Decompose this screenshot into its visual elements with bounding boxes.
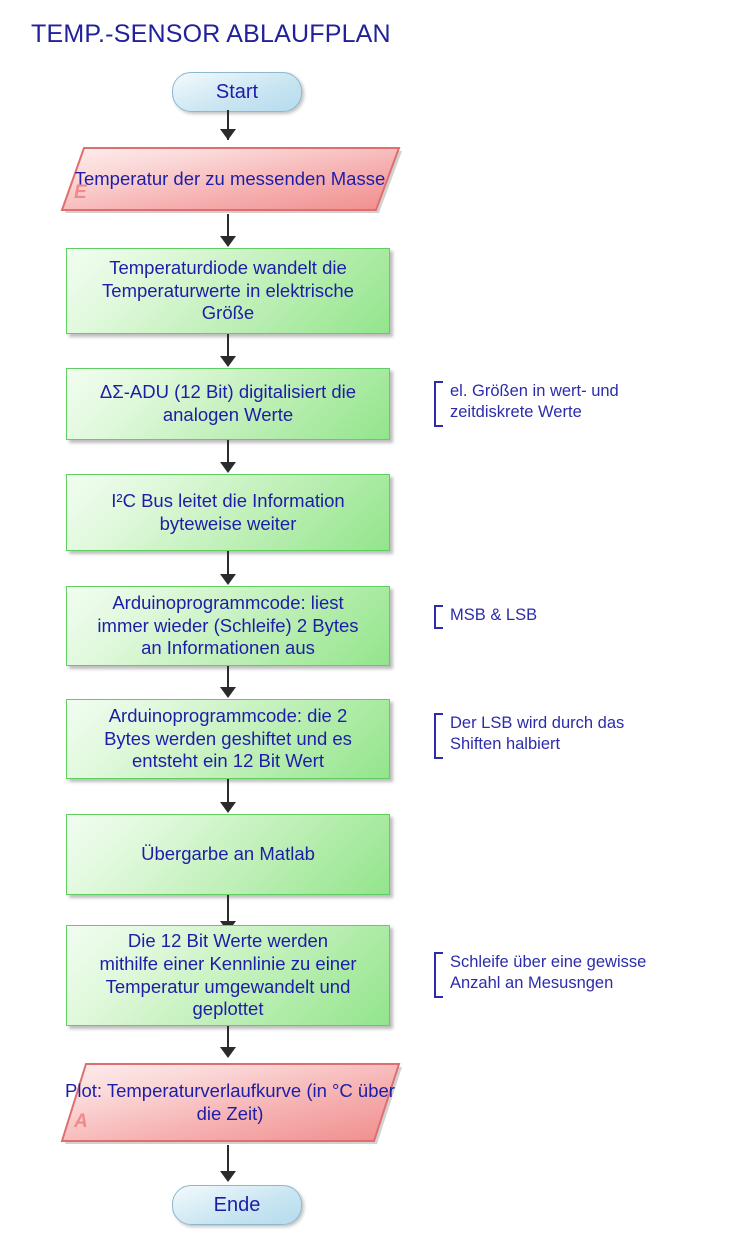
node-process-kennlinie-label: Die 12 Bit Werte werden mithilfe einer K…	[99, 930, 357, 1020]
node-end-label: Ende	[213, 1193, 261, 1216]
connector-p6-p7	[227, 895, 229, 924]
arrow-p3-p4	[220, 574, 236, 585]
annotation-msb-lsb-text: MSB & LSB	[450, 606, 538, 624]
bracket-icon	[434, 713, 443, 759]
node-start-label: Start	[215, 80, 259, 103]
node-process-matlab-label: Übergarbe an Matlab	[141, 843, 315, 865]
node-process-temperaturdiode[interactable]: Temperaturdiode wandelt die Temperaturwe…	[66, 248, 390, 334]
bracket-icon	[434, 381, 443, 427]
bracket-icon	[434, 605, 443, 629]
connector-p4-p5	[227, 666, 229, 688]
node-process-arduino-read-label: Arduinoprogrammcode: liest immer wieder …	[97, 592, 359, 659]
node-output-tag: A	[74, 1111, 88, 1132]
parallelogram-shape-output	[60, 1063, 402, 1144]
node-end[interactable]: Ende	[172, 1185, 302, 1225]
connector-p7-output	[227, 1026, 229, 1048]
annotation-shift: Der LSB wird durch das Shiften halbiert	[434, 713, 624, 759]
arrow-start-input	[220, 129, 236, 140]
arrow-p2-p3	[220, 462, 236, 473]
connector-start-input	[227, 110, 229, 140]
connector-p5-p6	[227, 779, 229, 805]
node-process-adu-label: ΔΣ-ADU (12 Bit) digitalisiert die analog…	[99, 381, 357, 425]
annotation-msb-lsb: MSB & LSB	[434, 605, 537, 629]
connector-p2-p3	[227, 440, 229, 463]
node-process-kennlinie[interactable]: Die 12 Bit Werte werden mithilfe einer K…	[66, 925, 390, 1026]
connector-input-p1	[227, 214, 229, 236]
node-process-arduino-read[interactable]: Arduinoprogrammcode: liest immer wieder …	[66, 586, 390, 666]
arrow-input-p1	[220, 236, 236, 247]
arrow-p1-p2	[220, 356, 236, 367]
connector-p1-p2	[227, 334, 229, 357]
connector-p3-p4	[227, 551, 229, 577]
node-process-temperaturdiode-label: Temperaturdiode wandelt die Temperaturwe…	[102, 257, 354, 324]
arrow-p5-p6	[220, 802, 236, 813]
page-title: TEMP.-SENSOR ABLAUFPLAN	[31, 20, 391, 48]
arrow-output-end	[220, 1171, 236, 1182]
connector-output-end	[227, 1145, 229, 1173]
arrow-p7-output	[220, 1047, 236, 1058]
annotation-adu: el. Größen in wert- und zeitdiskrete Wer…	[434, 381, 619, 427]
annotation-schleife-text: Schleife über eine gewisse Anzahl an Mes…	[450, 953, 647, 993]
node-process-i2c-label: I²C Bus leitet die Information byteweise…	[111, 489, 345, 534]
parallelogram-shape-input	[60, 147, 402, 213]
node-process-arduino-shift-label: Arduinoprogrammcode: die 2 Bytes werden …	[104, 705, 352, 772]
annotation-schleife: Schleife über eine gewisse Anzahl an Mes…	[434, 952, 646, 998]
node-input-tag: E	[74, 182, 87, 203]
bracket-icon	[434, 952, 443, 998]
annotation-adu-text: el. Größen in wert- und zeitdiskrete Wer…	[450, 382, 619, 422]
node-output[interactable]: Plot: Temperaturverlaufkurve (in °C über…	[60, 1060, 402, 1145]
node-input[interactable]: Temperatur der zu messenden Masse E	[60, 144, 402, 214]
arrow-p4-p5	[220, 687, 236, 698]
annotation-shift-text: Der LSB wird durch das Shiften halbiert	[450, 714, 625, 754]
node-start[interactable]: Start	[172, 72, 302, 112]
node-process-arduino-shift[interactable]: Arduinoprogrammcode: die 2 Bytes werden …	[66, 699, 390, 779]
node-process-i2c[interactable]: I²C Bus leitet die Information byteweise…	[66, 474, 390, 551]
node-process-matlab[interactable]: Übergarbe an Matlab	[66, 814, 390, 895]
node-process-adu[interactable]: ΔΣ-ADU (12 Bit) digitalisiert die analog…	[66, 368, 390, 440]
